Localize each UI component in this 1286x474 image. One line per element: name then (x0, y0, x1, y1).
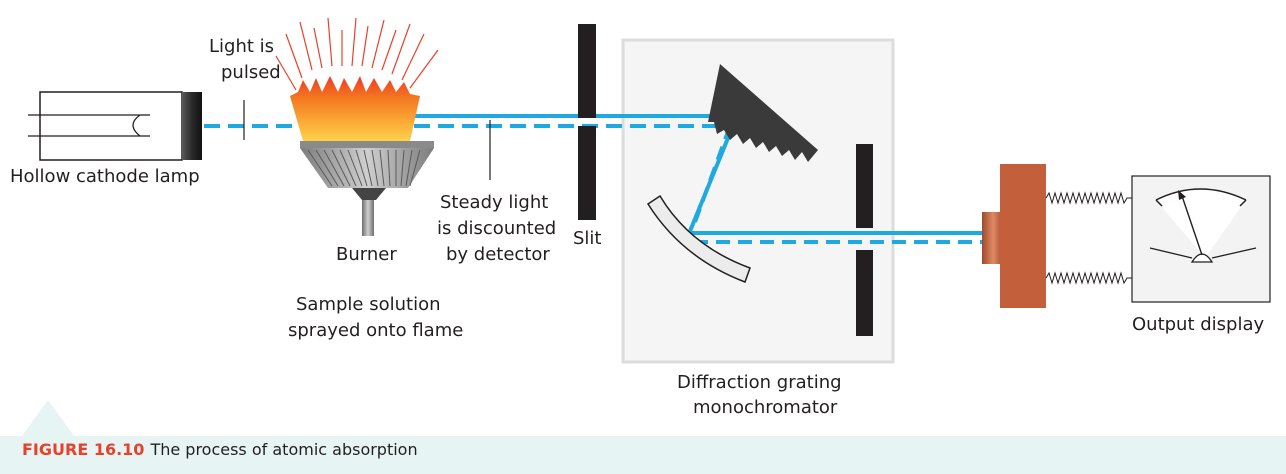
concave-mirror (646, 194, 751, 283)
caption-tab (22, 400, 74, 436)
label-slit: Slit (573, 228, 602, 249)
label-pulsed-1: Light is (209, 36, 274, 57)
label-steady-2: is discounted (437, 218, 556, 239)
figure-caption: FIGURE 16.10 The process of atomic absorp… (22, 440, 418, 459)
monochromator-panel (621, 38, 895, 364)
label-steady-1: Steady light (440, 192, 548, 213)
burner (300, 141, 434, 236)
label-sample-2: sprayed onto flame (288, 320, 463, 341)
exit-slit (856, 144, 873, 336)
hollow-cathode-lamp (28, 91, 202, 161)
label-output: Output display (1132, 314, 1265, 335)
diffraction-grating (708, 64, 818, 162)
label-steady-3: by detector (446, 244, 550, 265)
label-pulsed-2: pulsed (221, 62, 281, 83)
flame (290, 76, 420, 141)
label-lamp: Hollow cathode lamp (10, 166, 200, 187)
label-burner: Burner (336, 244, 397, 265)
slit (578, 24, 596, 220)
label-mono-1: Diffraction grating (677, 372, 842, 393)
label-mono-2: monochromator (693, 397, 838, 418)
figure-number: FIGURE 16.10 (22, 440, 145, 459)
caption-text: The process of atomic absorption (150, 440, 418, 459)
emission-rays (275, 17, 439, 91)
caption-bar (0, 436, 1286, 474)
label-sample-1: Sample solution (296, 294, 441, 315)
detector (982, 164, 1132, 308)
output-display (1131, 175, 1271, 303)
